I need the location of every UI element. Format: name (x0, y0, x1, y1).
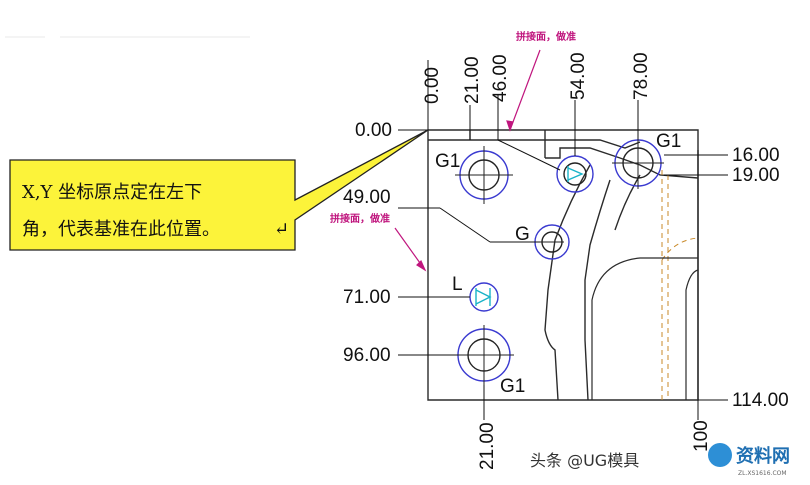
dashed-feature (661, 170, 699, 400)
dim-left-96: 96.00 (343, 345, 391, 366)
hole-g-mid (534, 224, 570, 260)
note-left: 拼接面，做准 (330, 212, 390, 225)
site-logo: 资料网 ZL.XS1616.COM (708, 443, 790, 477)
dim-left-0: 0.00 (355, 120, 392, 141)
callout-box: X,Y 坐标原点定在左下 角，代表基准在此位置。 ↵ (9, 129, 429, 251)
dimension-leaders (398, 60, 728, 420)
dim-bottom-100: 100 (691, 420, 712, 452)
label-g1-top-left: G1 (435, 151, 460, 172)
label-g-mid: G (515, 224, 530, 245)
dim-top-78: 78.00 (631, 52, 652, 100)
logo-main: 资料网 (736, 445, 790, 467)
logo-mark-icon (708, 443, 732, 467)
hole-l-71 (469, 282, 499, 312)
label-g1-bottom: G1 (500, 376, 525, 397)
dim-top-21: 21.00 (462, 56, 483, 104)
dim-top-46: 46.00 (490, 54, 511, 102)
dim-bottom-21: 21.00 (477, 422, 498, 470)
label-l: L (452, 274, 463, 295)
dim-left-71: 71.00 (343, 287, 391, 308)
dim-right-19: 19.00 (732, 165, 780, 186)
dim-left-49: 49.00 (343, 187, 391, 208)
callout-line-1: X,Y 坐标原点定在左下 (22, 182, 202, 203)
label-g1-top-right: G1 (656, 131, 681, 152)
dim-right-114: 114.00 (732, 390, 789, 411)
dim-top-54: 54.00 (568, 52, 589, 100)
hole-g1-top-left (455, 146, 513, 204)
dim-right-16: 16.00 (732, 145, 780, 166)
dim-top-0: 0.00 (422, 67, 443, 104)
inner-arc (591, 257, 699, 400)
note-top: 拼接面，做准 (516, 30, 576, 43)
return-mark: ↵ (274, 219, 289, 240)
watermark-text: 头条 @UG模具 (530, 451, 639, 470)
annotation-leaders (394, 49, 541, 272)
hole-54 (556, 155, 594, 193)
callout-line-2: 角，代表基准在此位置。 (22, 219, 220, 240)
logo-sub: ZL.XS1616.COM (738, 470, 787, 477)
